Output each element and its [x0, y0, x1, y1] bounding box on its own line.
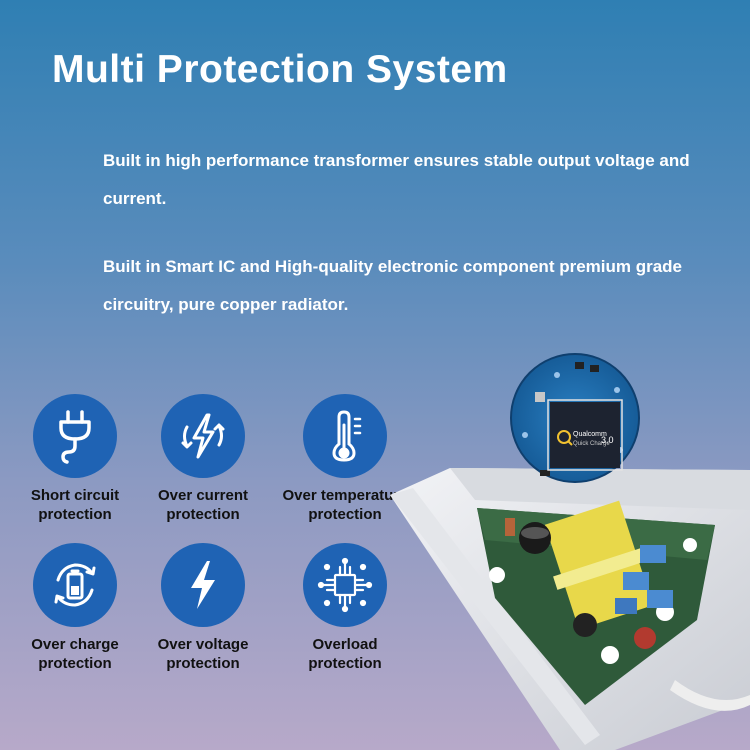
chip-version: 3.0 [601, 435, 614, 445]
smart-ic-description: Built in Smart IC and High-quality elect… [103, 257, 683, 314]
lightning-bolt-icon [161, 543, 245, 627]
chip-brand: Qualcomm [573, 431, 607, 438]
feature-label: Over charge [31, 636, 119, 653]
transformer-description: Built in high performance transformer en… [103, 151, 690, 208]
feature-short-circuit: Short circuit protection [5, 394, 145, 524]
feature-over-temperature: Over temperature protection [275, 394, 415, 524]
plug-icon [33, 394, 117, 478]
feature-label: protection [308, 506, 382, 523]
page-title: Multi Protection System [52, 48, 508, 91]
lightning-cycle-icon [161, 394, 245, 478]
feature-label: Short circuit [30, 487, 120, 504]
thermometer-icon [303, 394, 387, 478]
feature-label: Over temperature [282, 487, 408, 504]
battery-cycle-icon [33, 543, 117, 627]
chip-line: Quick Charge [573, 441, 610, 447]
feature-label: Overload [312, 636, 378, 653]
feature-label: Over current [157, 487, 249, 504]
feature-overload: Overload protection [275, 543, 415, 673]
feature-label: protection [38, 506, 112, 523]
feature-over-voltage: Over voltage protection [133, 543, 273, 673]
feature-label: protection [38, 655, 112, 672]
feature-over-current: Over current protection [133, 394, 273, 524]
feature-label: protection [308, 655, 382, 672]
feature-label: Over voltage [157, 636, 249, 653]
feature-label: protection [166, 655, 240, 672]
circuit-icon [303, 543, 387, 627]
feature-over-charge: Over charge protection [5, 543, 145, 673]
feature-label: protection [166, 506, 240, 523]
charger-circuit-illustration: Qualcomm Quick Charge 3.0 [390, 353, 750, 750]
